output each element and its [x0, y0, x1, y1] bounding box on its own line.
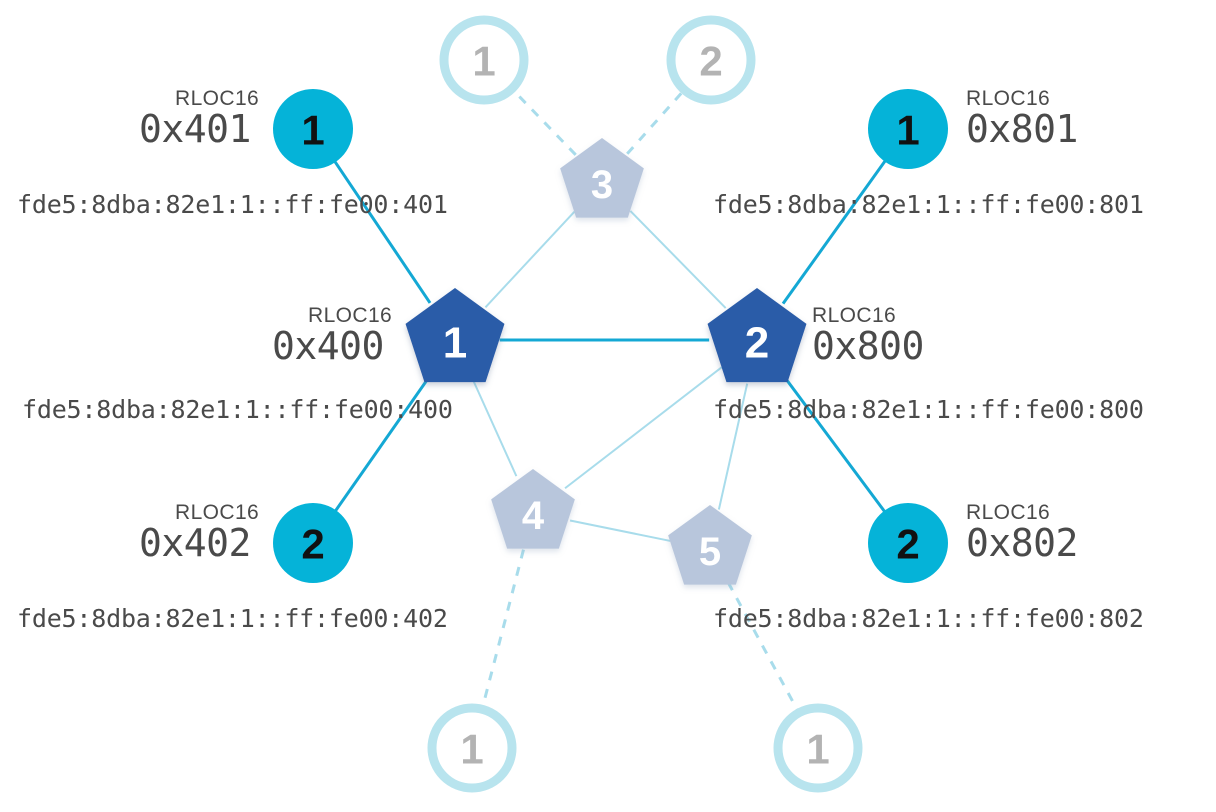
ipv6-address-child-401: fde5:8dba:82e1:1::ff:fe00:401: [17, 190, 448, 219]
link-faded-router-3-to-faded-child-top-left: [511, 88, 577, 156]
rloc16-value-child-402: 0x402: [139, 521, 251, 565]
rloc16-value-child-801: 0x801: [966, 107, 1078, 151]
node-number: 2: [745, 319, 769, 368]
link-faded-router-4-to-faded-child-bottom-left: [480, 549, 525, 709]
circle-shape: [273, 503, 353, 583]
circle-shape: [868, 89, 948, 169]
link-router-800-to-faded-router-5: [717, 383, 749, 510]
pentagon-shape: [707, 288, 807, 383]
rloc16-tag-child-802: RLOC16: [966, 501, 1051, 524]
node-number: 1: [896, 107, 919, 154]
node-faded-router-5[interactable]: 5: [668, 505, 752, 585]
node-faded-child-bottom-left[interactable]: 1: [427, 703, 517, 793]
ring-shape: [439, 15, 529, 105]
ipv6-address-child-801: fde5:8dba:82e1:1::ff:fe00:801: [713, 190, 1144, 219]
rloc16-tag-child-402: RLOC16: [175, 501, 260, 524]
rloc16-tag-child-801: RLOC16: [966, 87, 1051, 110]
node-router-400[interactable]: 1: [405, 288, 505, 383]
link-router-400-to-faded-router-4: [472, 380, 518, 477]
node-number: 2: [301, 521, 324, 568]
link-router-800-to-child-802: [782, 374, 888, 515]
pentagon-shape: [491, 469, 575, 549]
circle-shape: [868, 503, 948, 583]
ring-shape: [773, 703, 863, 793]
rloc16-tag-router-800: RLOC16: [812, 304, 897, 327]
node-faded-child-bottom-right[interactable]: 1: [773, 703, 863, 793]
node-child-401[interactable]: 1: [273, 89, 353, 169]
node-number: 2: [699, 38, 722, 85]
link-router-400-to-child-402: [332, 375, 431, 514]
links-layer: [332, 88, 888, 713]
node-faded-child-top-right[interactable]: 2: [666, 15, 756, 105]
node-child-801[interactable]: 1: [868, 89, 948, 169]
ipv6-address-child-402: fde5:8dba:82e1:1::ff:fe00:402: [17, 604, 448, 633]
link-router-400-to-child-401: [332, 158, 432, 304]
node-number: 1: [460, 726, 483, 773]
link-faded-router-5-to-faded-child-bottom-right: [726, 581, 800, 713]
rloc16-tag-router-400: RLOC16: [308, 304, 393, 327]
rloc16-value-child-802: 0x802: [966, 521, 1078, 565]
node-faded-router-4[interactable]: 4: [491, 469, 575, 549]
link-router-400-to-faded-router-3: [484, 210, 576, 308]
node-child-802[interactable]: 2: [868, 503, 948, 583]
ring-shape: [427, 703, 517, 793]
ipv6-address-router-800: fde5:8dba:82e1:1::ff:fe00:800: [713, 395, 1144, 424]
node-number: 1: [443, 319, 467, 368]
rloc16-value-router-400: 0x400: [272, 324, 384, 368]
rloc16-value-router-800: 0x800: [812, 324, 924, 368]
link-router-800-to-child-801: [781, 158, 888, 305]
node-faded-router-3[interactable]: 3: [560, 138, 644, 218]
node-number: 1: [301, 107, 324, 154]
node-faded-child-top-left[interactable]: 1: [439, 15, 529, 105]
rloc16-value-child-401: 0x401: [139, 107, 251, 151]
circle-shape: [273, 89, 353, 169]
node-number: 3: [591, 163, 613, 207]
rloc16-tag-child-401: RLOC16: [175, 87, 260, 110]
node-child-402[interactable]: 2: [273, 503, 353, 583]
ipv6-address-child-802: fde5:8dba:82e1:1::ff:fe00:802: [713, 604, 1144, 633]
node-number: 5: [699, 530, 721, 574]
node-number: 1: [806, 726, 829, 773]
link-faded-router-3-to-faded-child-top-right: [626, 89, 685, 155]
nodes-layer: 1 2 1 1 3 4 5 1 2 1 2 1 2: [273, 15, 948, 793]
node-number: 4: [522, 494, 545, 538]
ipv6-address-router-400: fde5:8dba:82e1:1::ff:fe00:400: [22, 395, 453, 424]
node-router-800[interactable]: 2: [707, 288, 807, 383]
link-router-800-to-faded-router-4: [564, 366, 723, 490]
pentagon-shape: [560, 138, 644, 218]
ring-shape: [666, 15, 756, 105]
link-faded-router-4-to-faded-router-5: [569, 519, 671, 542]
link-router-800-to-faded-router-3: [629, 210, 727, 309]
pentagon-shape: [668, 505, 752, 585]
node-number: 1: [472, 38, 495, 85]
node-number: 2: [896, 521, 919, 568]
pentagon-shape: [405, 288, 505, 383]
